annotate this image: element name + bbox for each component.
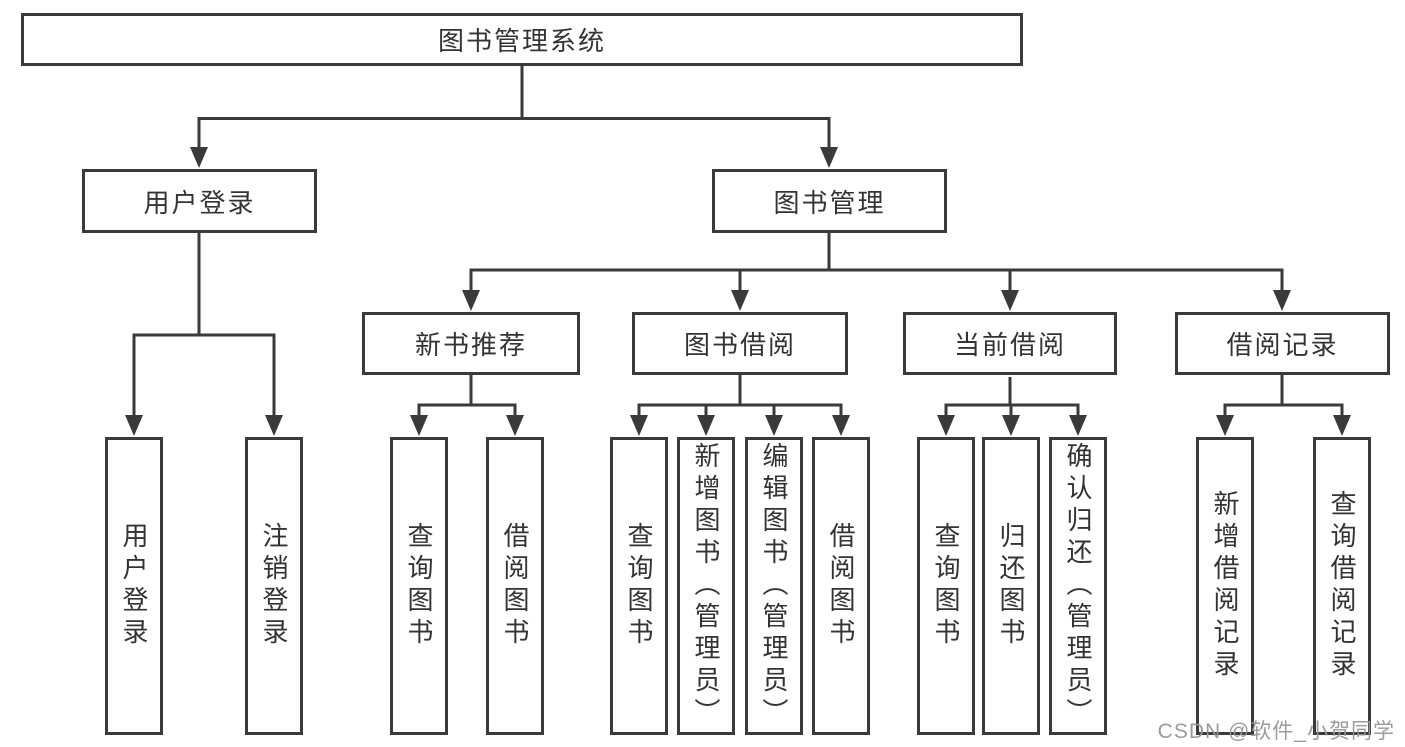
leaf-borrow-books-recommend: 借阅图书	[486, 437, 544, 735]
csdn-watermark: CSDN @软件_小贺同学	[1157, 720, 1395, 743]
leaf-label: 用户登录	[119, 522, 149, 650]
node-current-borrow: 当前借阅	[903, 312, 1117, 375]
node-borrow-records: 借阅记录	[1175, 312, 1390, 375]
leaf-label: 查询图书	[931, 522, 961, 650]
leaf-label: 新增借阅记录	[1210, 490, 1240, 682]
node-book-borrow: 图书借阅	[632, 312, 848, 375]
leaf-label: 编辑图书（管理员）	[759, 442, 789, 730]
leaf-user-login: 用户登录	[105, 437, 163, 735]
leaf-label: 归还图书	[996, 522, 1026, 650]
leaf-add-books-admin: 新增图书（管理员）	[677, 437, 735, 735]
node-label: 图书管理系统	[437, 26, 606, 56]
leaf-label: 借阅图书	[826, 522, 856, 650]
leaf-query-books-borrow: 查询图书	[610, 437, 668, 735]
node-label: 当前借阅	[953, 330, 1066, 360]
leaf-label: 查询借阅记录	[1327, 490, 1357, 682]
connector-arrowheads	[125, 147, 1351, 436]
leaf-label: 新增图书（管理员）	[691, 442, 721, 730]
leaf-logout: 注销登录	[245, 437, 303, 735]
leaf-borrow-books: 借阅图书	[812, 437, 870, 735]
leaf-label: 注销登录	[259, 522, 289, 650]
leaf-query-books-recommend: 查询图书	[390, 437, 448, 735]
node-new-book-recommend: 新书推荐	[362, 312, 580, 375]
leaf-edit-books-admin: 编辑图书（管理员）	[745, 437, 803, 735]
leaf-label: 查询图书	[404, 522, 434, 650]
leaf-label: 借阅图书	[500, 522, 530, 650]
leaf-confirm-return-admin: 确认归还（管理员）	[1049, 437, 1107, 735]
leaf-label: 确认归还（管理员）	[1063, 442, 1093, 730]
node-book-management-branch: 图书管理	[712, 169, 947, 233]
node-label: 新书推荐	[414, 330, 527, 360]
node-label: 用户登录	[143, 187, 256, 218]
leaf-query-books-current: 查询图书	[917, 437, 975, 735]
node-root-system: 图书管理系统	[21, 13, 1023, 66]
leaf-add-borrow-record: 新增借阅记录	[1196, 437, 1254, 735]
node-label: 图书管理	[773, 187, 886, 218]
leaf-label: 查询图书	[624, 522, 654, 650]
leaf-return-books: 归还图书	[982, 437, 1040, 735]
node-label: 图书借阅	[683, 330, 796, 360]
node-label: 借阅记录	[1226, 330, 1339, 360]
leaf-query-borrow-record: 查询借阅记录	[1313, 437, 1371, 735]
node-user-login-branch: 用户登录	[82, 169, 317, 233]
